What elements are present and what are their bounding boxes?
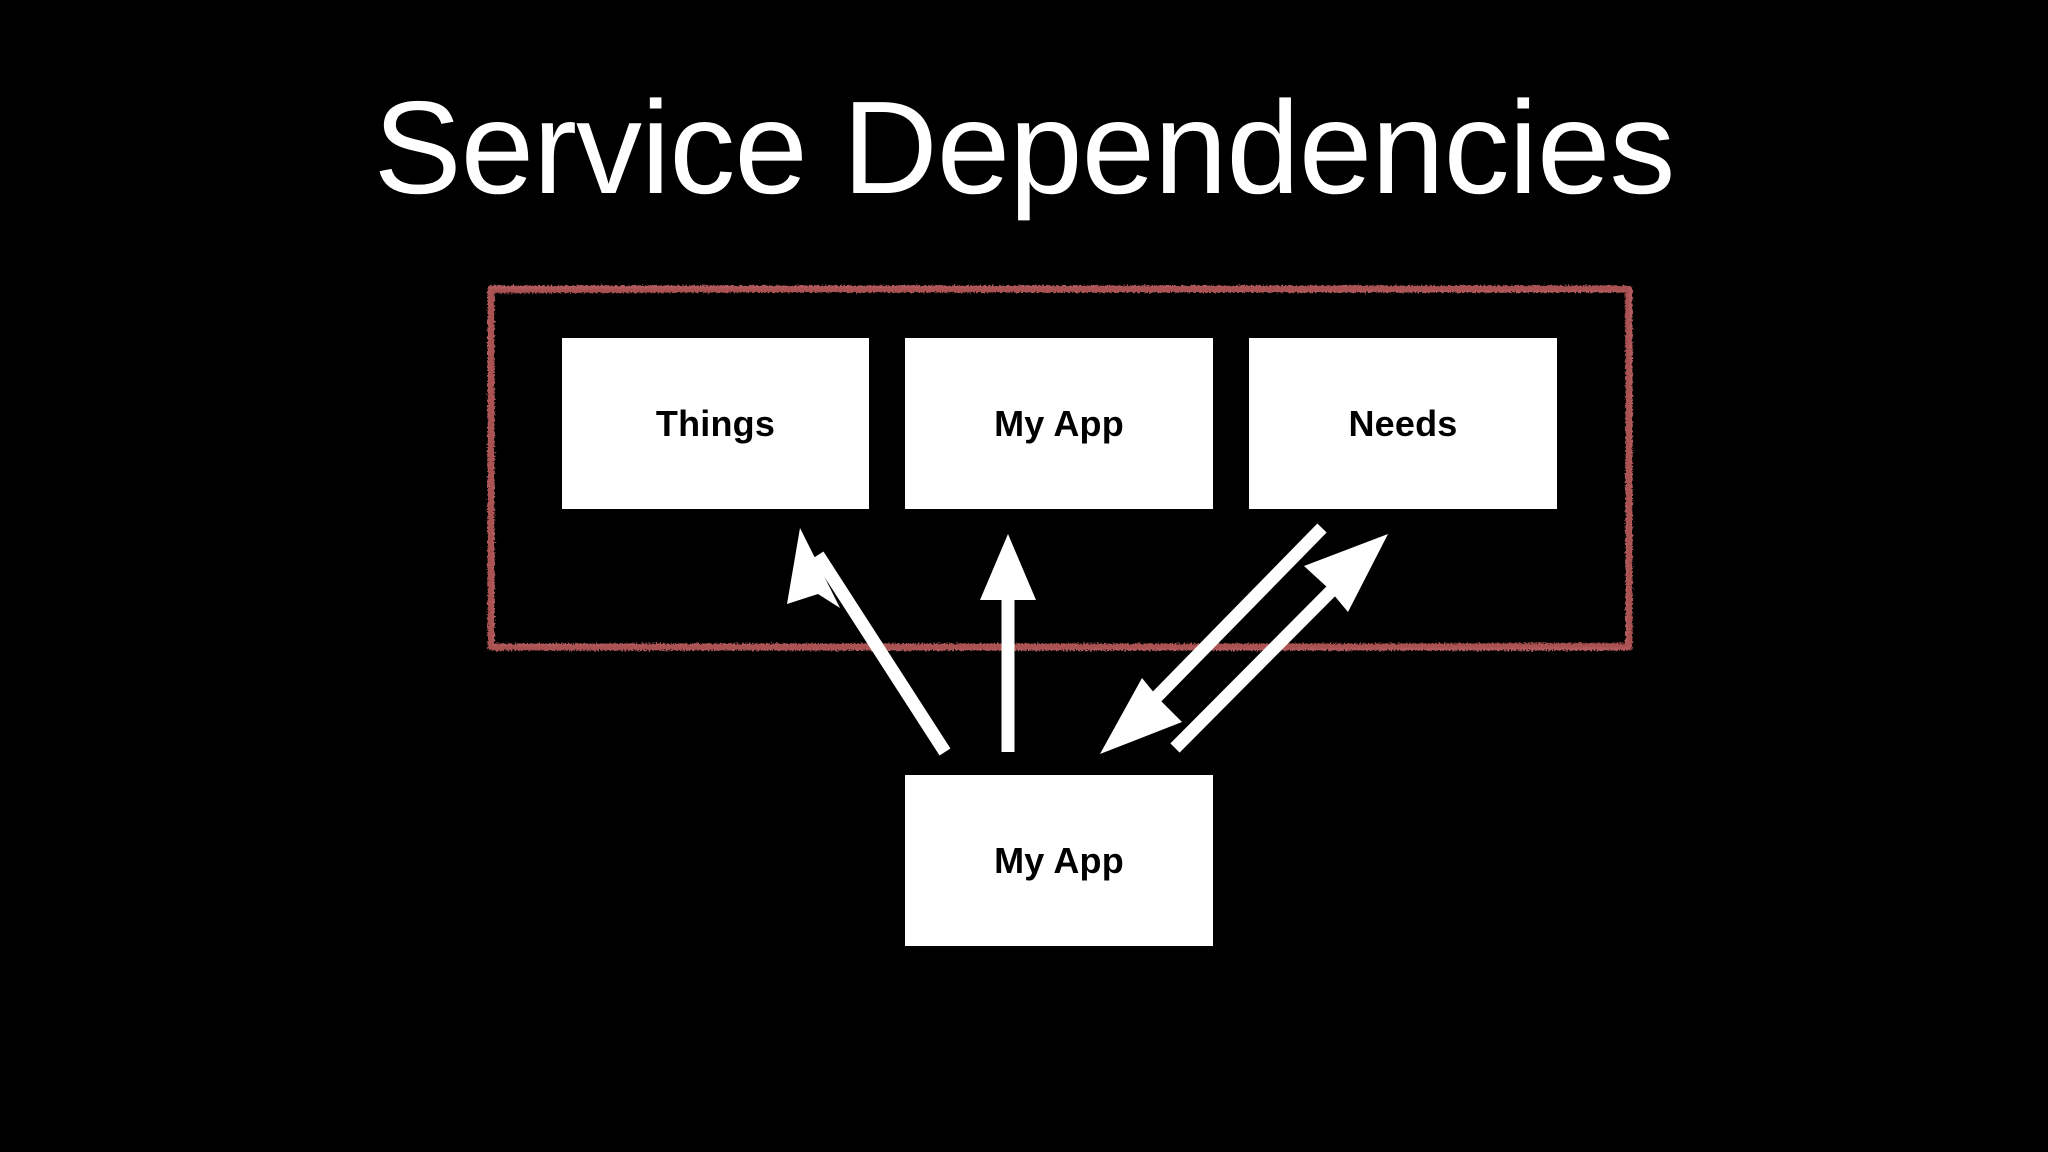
node-box-myapp-bottom[interactable]: My App [905, 775, 1213, 946]
node-label-things: Things [655, 402, 776, 444]
arrow-myapp-to-needs [1170, 534, 1388, 753]
node-box-myapp-top[interactable]: My App [905, 338, 1213, 509]
node-label-needs: Needs [1348, 402, 1458, 444]
arrow-myapp-to-myapp [980, 534, 1036, 752]
node-label-myapp-top: My App [994, 402, 1124, 444]
page-title: Service Dependencies [373, 74, 1676, 221]
arrow-myapp-to-things [787, 528, 951, 756]
node-box-needs[interactable]: Needs [1249, 338, 1557, 509]
node-box-things[interactable]: Things [562, 338, 869, 509]
arrow-needs-to-myapp [1100, 523, 1327, 754]
node-label-myapp-bottom: My App [994, 839, 1124, 881]
